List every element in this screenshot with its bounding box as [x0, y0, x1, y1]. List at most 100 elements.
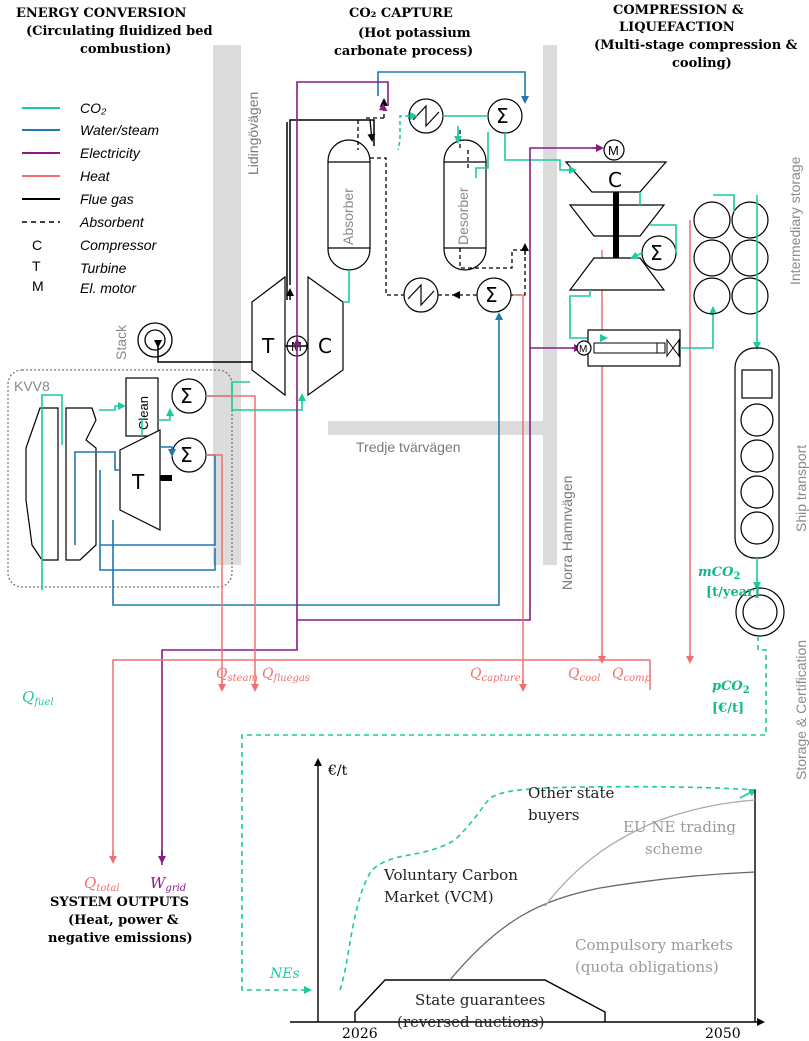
svg-text:combustion): combustion) — [80, 42, 171, 57]
market-compulsory-2: (quota obligations) — [575, 958, 719, 976]
svg-text:T: T — [261, 334, 275, 358]
svg-text:M: M — [608, 143, 619, 158]
mco2-unit: [t/year] — [706, 585, 760, 600]
intermediary-storage: Intermediary storage — [693, 156, 803, 315]
kvv8-label: KVV8 — [14, 378, 50, 394]
q-total-label: Qtotal — [84, 874, 120, 894]
capture-cooler-bottom — [403, 277, 439, 313]
market-vcm-2: Market (VCM) — [384, 888, 494, 906]
cfb-boiler — [25, 407, 97, 561]
market-state-guarantees-1: State guarantees — [415, 991, 545, 1009]
fluegas-compressor: C — [307, 275, 344, 397]
market-vcm-1: Voluntary Carbon — [383, 866, 518, 884]
nes-label: NEs — [269, 966, 300, 982]
svg-text:Σ: Σ — [180, 443, 193, 467]
market-eu-ne-2: scheme — [645, 840, 703, 858]
svg-text:cooling): cooling) — [672, 56, 732, 71]
chart-x-end: 2050 — [705, 1026, 741, 1041]
road-label-lidingo: Lidingövägen — [245, 92, 261, 175]
market-compulsory-1: Compulsory markets — [575, 936, 733, 954]
title-energy-conversion: ENERGY CONVERSION (Circulating fluidized… — [16, 6, 213, 57]
title-co2-capture: CO₂ CAPTURE (Hot potassium carbonate pro… — [334, 6, 473, 59]
road-label-tredje: Tredje tvärvägen — [356, 439, 461, 455]
mco2-label: mCO2 — [698, 565, 740, 582]
w-grid-label: Wgrid — [150, 874, 186, 894]
pco2-unit: [€/t] — [712, 701, 744, 716]
svg-text:COMPRESSION &: COMPRESSION & — [613, 3, 744, 18]
legend-label-heat: Heat — [80, 168, 111, 184]
svg-text:M: M — [579, 344, 587, 355]
storage-certification: Storage & Certification — [735, 587, 809, 780]
svg-text:Σ: Σ — [650, 241, 663, 265]
svg-text:negative emissions): negative emissions) — [48, 931, 193, 946]
legend-label-co2: CO₂ — [80, 100, 107, 116]
svg-text:CO₂ CAPTURE: CO₂ CAPTURE — [349, 6, 453, 21]
svg-text:(Circulating fluidized bed: (Circulating fluidized bed — [26, 24, 213, 39]
road-label-norra: Norra Hamnvägen — [559, 476, 575, 590]
compression-intercooler: Σ — [641, 235, 677, 271]
market-other-state-2: buyers — [528, 806, 579, 824]
road-lidingovagen — [213, 45, 241, 565]
svg-text:SYSTEM OUTPUTS: SYSTEM OUTPUTS — [50, 895, 189, 910]
legend-label-absorbent: Absorbent — [79, 214, 145, 230]
chart-ylabel: €/t — [327, 763, 348, 779]
legend-letter-m: M — [32, 278, 44, 294]
svg-text:(Hot potassium: (Hot potassium — [358, 26, 471, 41]
svg-text:C: C — [318, 334, 332, 358]
pco2-label: pCO2 — [712, 679, 750, 696]
steam-turbine: T — [119, 429, 172, 531]
heat-exchanger-fluegas: Σ — [171, 378, 207, 414]
chart-x-start: 2026 — [342, 1026, 378, 1041]
svg-text:carbonate process): carbonate process) — [334, 44, 473, 59]
intermediary-storage-label: Intermediary storage — [787, 156, 803, 285]
capture-reboiler-bottom: Σ — [476, 277, 512, 313]
q-cool-label: Qcool — [568, 666, 600, 684]
kvv8-boundary — [7, 369, 233, 588]
svg-text:Σ: Σ — [180, 384, 193, 408]
clean-label: Clean — [136, 396, 151, 430]
svg-text:LIQUEFACTION: LIQUEFACTION — [619, 20, 735, 35]
title-compression: COMPRESSION & LIQUEFACTION (Multi-stage … — [594, 3, 798, 71]
svg-text:ENERGY CONVERSION: ENERGY CONVERSION — [16, 6, 187, 21]
capture-reboiler-top: Σ — [487, 98, 523, 134]
desorber-label: Desorber — [455, 187, 471, 245]
q-fuel-label: Qfuel — [22, 688, 54, 708]
absorber-column: Absorber — [327, 139, 371, 271]
co2-compressor-train: C — [564, 161, 668, 291]
legend-label-compressor: Compressor — [80, 237, 158, 253]
svg-text:Σ: Σ — [485, 283, 498, 307]
svg-text:C: C — [608, 168, 622, 192]
legend-letter-t: T — [32, 258, 41, 274]
road-norra-hamnvagen — [543, 45, 557, 565]
legend-letter-c: C — [32, 237, 42, 253]
market-state-guarantees-2: (reversed auctions) — [397, 1013, 544, 1031]
legend-label-electricity: Electricity — [80, 145, 141, 161]
ship-transport-label: Ship transport — [793, 445, 809, 532]
svg-text:(Multi-stage compression &: (Multi-stage compression & — [594, 38, 798, 53]
market-other-state-1: Other state — [528, 784, 614, 802]
road-tredje-tvarvagen — [328, 421, 543, 435]
legend-label-fluegas: Flue gas — [80, 191, 134, 207]
legend: CO₂ Water/steam Electricity Heat Flue ga… — [22, 100, 159, 296]
svg-text:(Heat, power &: (Heat, power & — [68, 913, 179, 928]
liquefaction-unit: M — [576, 329, 681, 367]
stack-label: Stack — [113, 324, 129, 360]
legend-label-motor: El. motor — [80, 280, 137, 296]
market-chart: €/t 2026 2050 Other state buyers EU NE t… — [269, 758, 765, 1041]
stack: Stack — [113, 322, 173, 360]
heat-exchanger-steam: Σ — [171, 437, 207, 473]
fluegas-turbine: T — [251, 275, 286, 397]
svg-text:Σ: Σ — [496, 104, 509, 128]
legend-label-turbine: Turbine — [80, 260, 127, 276]
ship-transport: Ship transport — [734, 347, 809, 559]
svg-text:T: T — [131, 470, 145, 494]
legend-label-water: Water/steam — [80, 122, 159, 138]
storage-label: Storage & Certification — [793, 640, 809, 780]
desorber-column: Desorber — [443, 139, 487, 271]
motor-top: M — [603, 139, 625, 161]
q-steam-label: Qsteam — [216, 666, 258, 684]
q-capture-label: Qcapture — [470, 666, 521, 684]
q-fluegas-label: Qfluegas — [262, 666, 310, 684]
